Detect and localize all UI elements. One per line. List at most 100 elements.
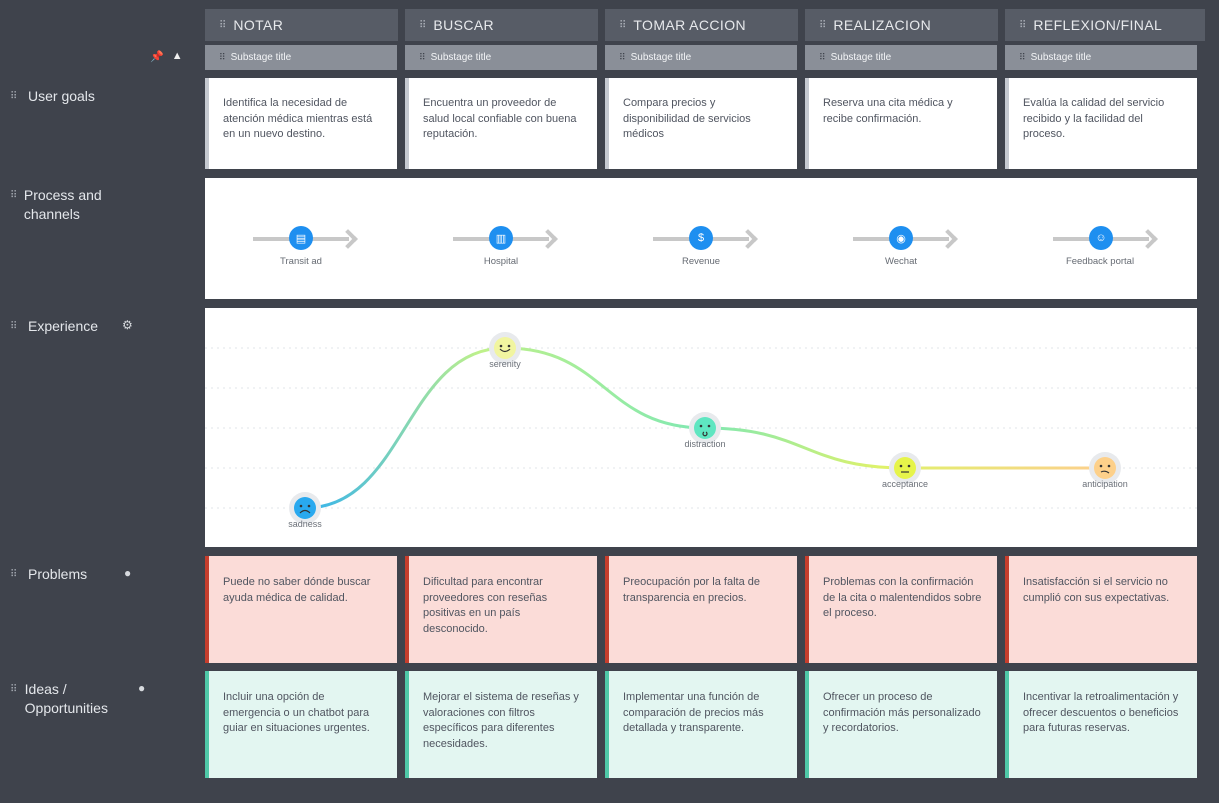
face-eye [299,504,303,508]
channel-item[interactable]: ▤ Transit ad [253,226,373,286]
lightbulb-icon[interactable]: ● [124,566,132,580]
substage-2[interactable]: ⠿ Substage title [405,45,597,70]
face-eye [499,344,503,348]
row-label-problems[interactable]: ⠿Problems [10,566,88,582]
face-eye [699,424,703,428]
emotion-line [304,346,1105,510]
emotion-label: anticipation [1082,479,1128,489]
distraction-emotion-point[interactable] [689,412,721,444]
stage-title: REFLEXION/FINAL [1033,17,1163,33]
face-eye [1107,464,1111,468]
channel-item[interactable]: ▥ Hospital [453,226,573,286]
channel-item[interactable]: $ Revenue [653,226,773,286]
sad-face-icon [294,497,316,519]
face-mouth [299,509,311,514]
pin-icon[interactable]: 📌 [150,51,164,63]
emotion-label: distraction [684,439,726,449]
stage-header-2[interactable]: ⠿ BUSCAR [405,9,598,41]
substage-title: Substage title [1030,52,1092,63]
row-label-process[interactable]: ⠿Process and channels [10,187,102,222]
wary-face-icon [1094,457,1116,479]
feedback-icon: ☺ [1089,226,1113,250]
channel-label: Revenue [681,256,721,267]
emotion-points [289,332,1121,524]
stage-title: BUSCAR [433,17,495,33]
substage-1[interactable]: ⠿ Substage title [205,45,397,70]
face-mouth [1100,470,1110,474]
face-eye [907,464,911,468]
stage-title: REALIZACION [833,17,932,33]
idea-card[interactable]: Implementar una función de comparación d… [605,671,797,778]
channel-label: Hospital [483,256,519,267]
user-goal-card[interactable]: Compara precios y disponibilidad de serv… [605,78,797,169]
drag-handle-icon[interactable]: ⠿ [619,19,626,31]
channel-label: Transit ad [280,256,322,267]
problem-card[interactable]: Preocupación por la falta de transparenc… [605,556,797,663]
channel-label: Feedback portal [1065,256,1135,267]
substage-3[interactable]: ⠿ Substage title [605,45,797,70]
drag-handle-icon[interactable]: ⠿ [419,52,426,62]
stage-header-1[interactable]: ⠿ NOTAR [205,9,398,41]
channel-item[interactable]: ☺ Feedback portal [1053,226,1173,286]
stage-header-4[interactable]: ⠿ REALIZACION [805,9,998,41]
sadness-emotion-point[interactable] [289,492,321,524]
problem-card[interactable]: Dificultad para encontrar proveedores co… [405,556,597,663]
problem-card[interactable]: Puede no saber dónde buscar ayuda médica… [205,556,397,663]
arrow-right-icon [938,229,958,249]
stage-title: NOTAR [233,17,284,33]
user-goal-card[interactable]: Reserva una cita médica y recibe confirm… [805,78,997,169]
anticipation-emotion-point[interactable] [1089,452,1121,484]
row-label-experience[interactable]: ⠿Experience [10,318,99,334]
drag-handle-icon[interactable]: ⠿ [1019,19,1026,31]
drag-handle-icon[interactable]: ⠿ [10,321,17,332]
drag-handle-icon[interactable]: ⠿ [10,569,17,580]
drag-handle-icon[interactable]: ⠿ [419,19,426,31]
hospital-icon: ▥ [489,226,513,250]
arrow-right-icon [538,229,558,249]
substage-title: Substage title [430,52,492,63]
drag-handle-icon[interactable]: ⠿ [10,684,17,695]
substage-4[interactable]: ⠿ Substage title [805,45,997,70]
distracted-face-icon [694,417,716,439]
problem-card[interactable]: Insatisfacción si el servicio no cumplió… [1005,556,1197,663]
row-label-ideas[interactable]: ⠿Ideas / Opportunities [10,681,108,716]
stage-header-5[interactable]: ⠿ REFLEXION/FINAL [1005,9,1205,41]
idea-card[interactable]: Incluir una opción de emergencia o un ch… [205,671,397,778]
user-goal-card[interactable]: Encuentra un proveedor de salud local co… [405,78,597,169]
wechat-icon: ◉ [889,226,913,250]
stage-title: TOMAR ACCION [633,17,746,33]
problem-card[interactable]: Problemas con la confirmación de la cita… [805,556,997,663]
drag-handle-icon[interactable]: ⠿ [10,190,17,201]
idea-card[interactable]: Ofrecer un proceso de confirmación más p… [805,671,997,778]
idea-card[interactable]: Incentivar la retroalimentación y ofrece… [1005,671,1197,778]
drag-handle-icon[interactable]: ⠿ [819,52,826,62]
collapse-up-icon[interactable]: ▲ [171,50,183,62]
channel-label: Wechat [884,256,918,267]
substage-title: Substage title [830,52,892,63]
drag-handle-icon[interactable]: ⠿ [1019,52,1026,62]
face-eye [1099,464,1103,468]
substage-title: Substage title [230,52,292,63]
user-goal-card[interactable]: Identifica la necesidad de atención médi… [205,78,397,169]
neutral-face-icon [894,457,916,479]
drag-handle-icon[interactable]: ⠿ [819,19,826,31]
face-eye [307,504,311,508]
substage-title: Substage title [630,52,692,63]
lightbulb-icon[interactable]: ● [138,681,146,695]
drag-handle-icon[interactable]: ⠿ [619,52,626,62]
settings-gear-icon[interactable]: ⚙ [122,318,133,332]
serenity-emotion-point[interactable] [489,332,521,364]
substage-5[interactable]: ⠿ Substage title [1005,45,1197,70]
channel-item[interactable]: ◉ Wechat [853,226,973,286]
user-goal-card[interactable]: Evalúa la calidad del servicio recibido … [1005,78,1197,169]
face-eye [899,464,903,468]
row-label-user-goals[interactable]: ⠿User goals [10,88,95,104]
drag-handle-icon[interactable]: ⠿ [219,19,226,31]
drag-handle-icon[interactable]: ⠿ [10,91,17,102]
acceptance-emotion-point[interactable] [889,452,921,484]
drag-handle-icon[interactable]: ⠿ [219,52,226,62]
idea-card[interactable]: Mejorar el sistema de reseñas y valoraci… [405,671,597,778]
arrow-right-icon [738,229,758,249]
stage-header-3[interactable]: ⠿ TOMAR ACCION [605,9,798,41]
